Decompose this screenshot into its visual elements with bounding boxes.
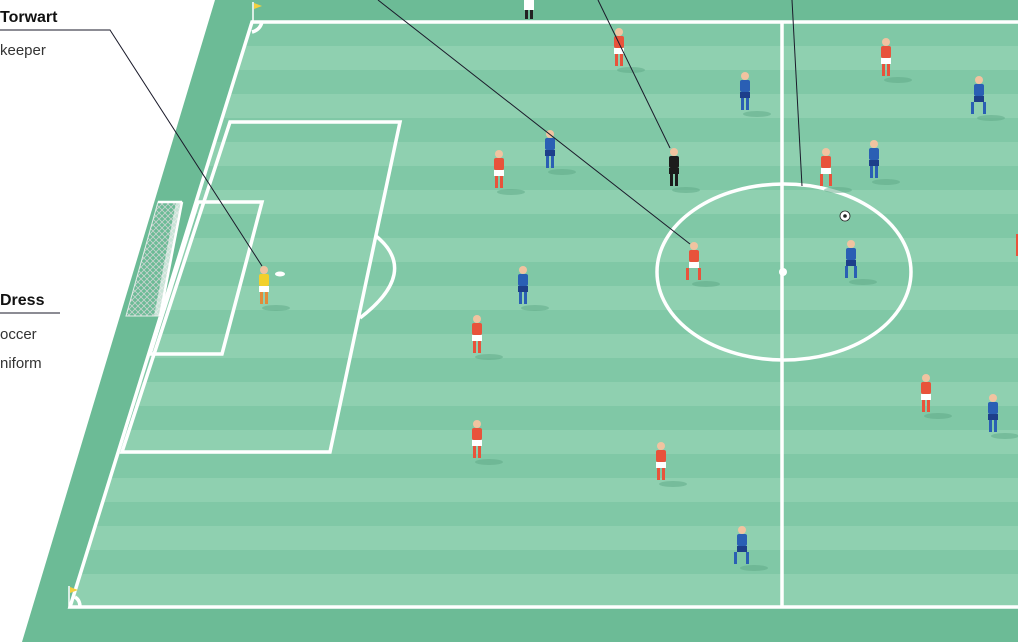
ball (840, 211, 850, 221)
penalty-spot (275, 272, 285, 277)
kit-label-line1: occer (0, 326, 37, 345)
goalkeeper-label-title: Torwart (0, 8, 57, 28)
goalkeeper-label-subtitle: keeper (0, 42, 46, 61)
kit-label-title: Dress (0, 291, 44, 311)
kit-label-line2: niform (0, 355, 42, 374)
center-spot (779, 268, 787, 276)
